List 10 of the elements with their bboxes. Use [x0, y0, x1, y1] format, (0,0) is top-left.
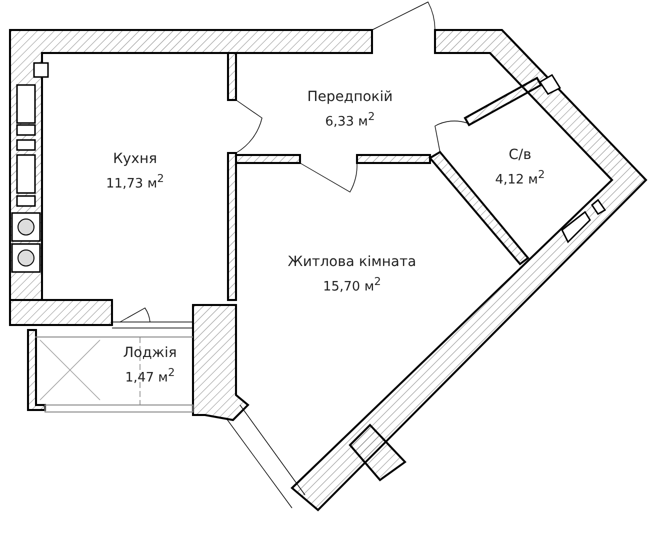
room-name: Передпокій [307, 88, 393, 107]
area-label: 11,73 м$^{2}$ [106, 171, 164, 194]
room-name: С/в [508, 146, 532, 165]
room-name: Кухня [112, 150, 158, 169]
room-name: Житлова кімната [288, 253, 416, 272]
area-label: 15,70 м$^{2}$ [322, 274, 382, 296]
area-label: 6,33 м$^{2}$ [324, 109, 376, 132]
area-label: 1,47 м$^{2}$ [124, 365, 176, 388]
area-label: 4,12 м$^{2}$ [495, 167, 545, 190]
room-name: Лоджія [123, 344, 177, 363]
